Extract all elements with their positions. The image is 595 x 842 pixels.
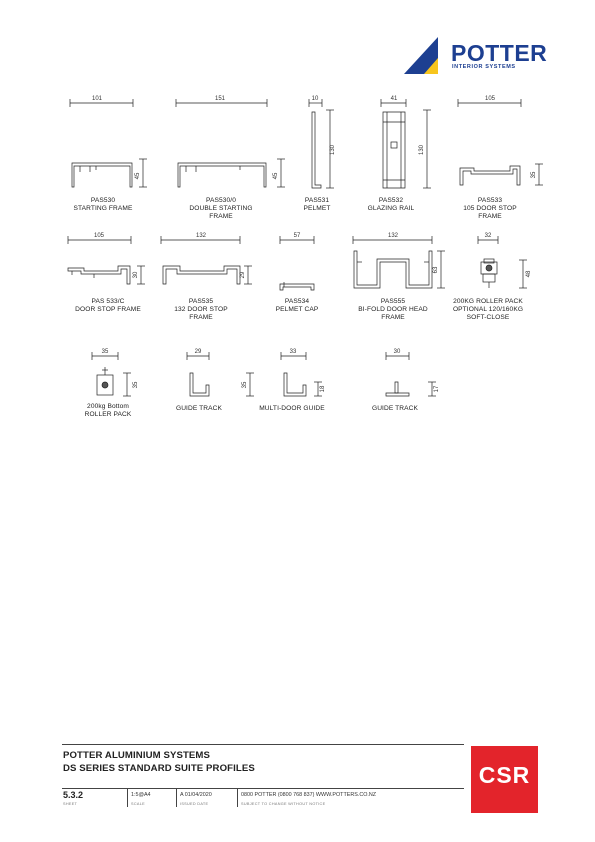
svg-text:41: 41 bbox=[391, 96, 398, 102]
profile-pas533c bbox=[67, 265, 131, 285]
svg-text:105: 105 bbox=[94, 233, 105, 239]
profile-pas535 bbox=[162, 265, 241, 285]
footer-title-1: POTTER ALUMINIUM SYSTEMS bbox=[63, 750, 211, 761]
profile-pas530 bbox=[71, 162, 133, 188]
profile-pas5300 bbox=[177, 162, 267, 188]
svg-text:30: 30 bbox=[394, 349, 401, 355]
svg-text:151: 151 bbox=[215, 96, 226, 102]
svg-text:130: 130 bbox=[330, 144, 336, 155]
scale-value: 1:5@A4 bbox=[131, 792, 151, 798]
profile-multi-door-guide bbox=[283, 372, 307, 397]
profile-pas555 bbox=[353, 250, 433, 289]
dim-pas5300 bbox=[175, 99, 268, 107]
svg-text:101: 101 bbox=[92, 96, 103, 102]
svg-text:17: 17 bbox=[434, 385, 440, 392]
svg-text:48: 48 bbox=[526, 270, 532, 277]
profile-pas534 bbox=[279, 282, 315, 291]
svg-text:35: 35 bbox=[531, 171, 537, 178]
svg-text:29: 29 bbox=[195, 349, 202, 355]
svg-text:45: 45 bbox=[273, 172, 279, 179]
potter-logo-mark bbox=[404, 37, 438, 74]
profile-roller-pack bbox=[480, 258, 498, 288]
svg-text:35: 35 bbox=[242, 381, 248, 388]
svg-text:105: 105 bbox=[485, 96, 496, 102]
svg-text:57: 57 bbox=[294, 233, 301, 239]
scale-label: SCALE bbox=[131, 802, 145, 806]
footer-title-2: DS SERIES STANDARD SUITE PROFILES bbox=[63, 763, 255, 774]
footer-divider bbox=[237, 789, 238, 807]
svg-text:33: 33 bbox=[290, 349, 297, 355]
svg-text:45: 45 bbox=[135, 172, 141, 179]
dim-pas532 bbox=[380, 99, 431, 189]
svg-text:29: 29 bbox=[240, 271, 246, 278]
profile-pas531 bbox=[311, 111, 322, 189]
brand-tagline: INTERIOR SYSTEMS bbox=[452, 64, 516, 70]
issue-label: ISSUED DATE bbox=[180, 802, 209, 806]
caption-multi-door-guide: MULTI-DOOR GUIDE bbox=[259, 405, 325, 412]
caption-guide-track-1: GUIDE TRACK bbox=[175, 405, 223, 412]
profile-bottom-roller bbox=[96, 367, 114, 396]
footer-divider bbox=[176, 789, 177, 807]
footer-rule-2 bbox=[62, 788, 464, 789]
svg-text:35: 35 bbox=[133, 381, 139, 388]
svg-text:132: 132 bbox=[388, 233, 399, 239]
profile-guide-track-2 bbox=[385, 381, 410, 397]
svg-text:63: 63 bbox=[433, 266, 439, 273]
sheet-label: SHEET bbox=[63, 802, 78, 806]
contact-info: 0800 POTTER (0800 768 837) WWW.POTTERS.C… bbox=[241, 792, 377, 798]
dim-pas531 bbox=[308, 99, 334, 189]
svg-text:130: 130 bbox=[419, 144, 425, 155]
issue-value: A 01/04/2020 bbox=[180, 792, 212, 798]
dim-pas533 bbox=[457, 99, 543, 186]
contact-label: SUBJECT TO CHANGE WITHOUT NOTICE bbox=[241, 802, 326, 806]
svg-text:10: 10 bbox=[312, 96, 319, 102]
csr-logo-text: CSR bbox=[478, 762, 531, 788]
profile-pas532 bbox=[382, 111, 406, 189]
svg-text:32: 32 bbox=[485, 233, 492, 239]
svg-text:35: 35 bbox=[102, 349, 109, 355]
profile-pas533 bbox=[459, 165, 521, 186]
brand-name: POTTER bbox=[451, 40, 548, 66]
footer-divider bbox=[127, 789, 128, 807]
profile-drawings: 101 151 10 41 105 45 45 130 130 35 105 1… bbox=[67, 96, 543, 397]
sheet-number: 5.3.2 bbox=[63, 790, 84, 800]
svg-text:132: 132 bbox=[196, 233, 207, 239]
svg-text:18: 18 bbox=[320, 385, 326, 392]
csr-logo-box bbox=[471, 746, 538, 813]
profile-guide-track-1 bbox=[189, 372, 210, 397]
dim-pas530 bbox=[69, 99, 134, 107]
caption-guide-track-2: GUIDE TRACK bbox=[371, 405, 419, 412]
footer-rule bbox=[62, 744, 464, 745]
svg-text:30: 30 bbox=[133, 271, 139, 278]
